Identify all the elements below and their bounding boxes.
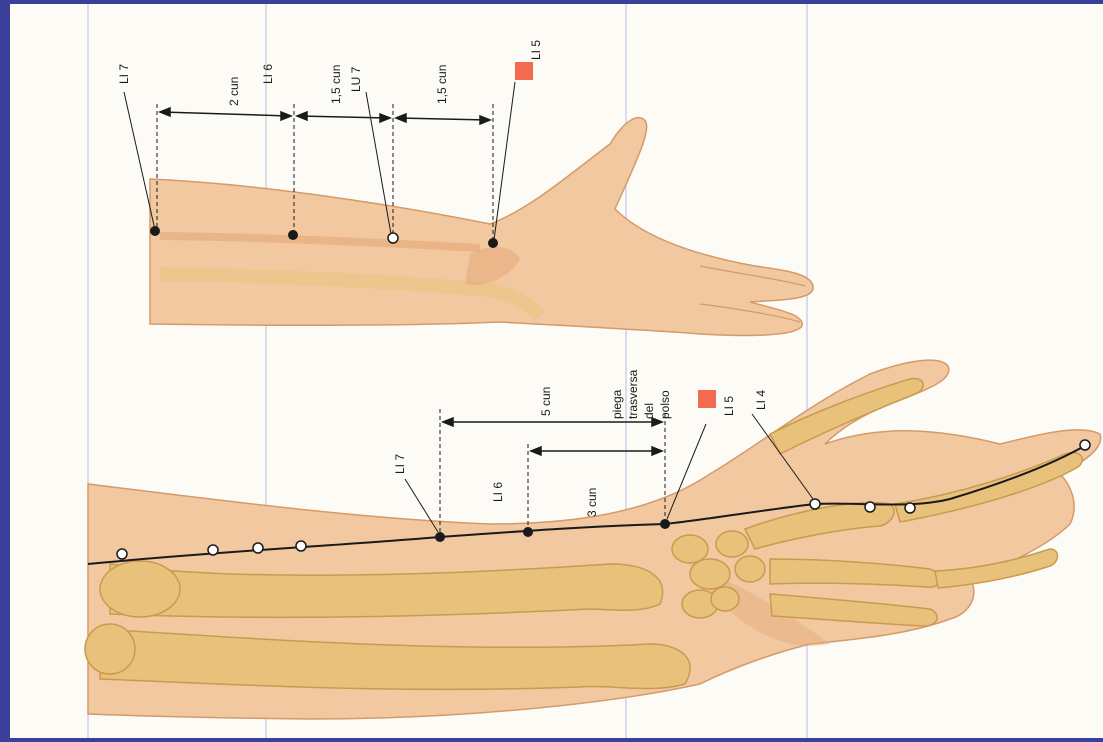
label-crease-3: del: [642, 403, 656, 419]
arrowhead: [281, 112, 291, 120]
top-forearm: [150, 118, 813, 336]
acupoint-open: [117, 549, 127, 559]
acupoint-li5: [660, 519, 670, 529]
illustration-page: LI 7 2 cun LI 6 1,5 cun LU 7 1,5 cun LI …: [10, 4, 1103, 738]
measure-arrow: [299, 116, 388, 118]
label-li7: LI 7: [117, 64, 131, 84]
acupoint-li6: [523, 527, 533, 537]
acupoint-li7: [150, 226, 160, 236]
label-li6: LI 6: [261, 64, 275, 84]
carpal: [716, 531, 748, 557]
arrowhead: [652, 447, 662, 455]
leader-line: [124, 92, 155, 230]
acupoint-li5: [488, 238, 498, 248]
acupoint-open: [208, 545, 218, 555]
top-arm-figure: [150, 118, 813, 336]
arrowhead: [396, 114, 406, 122]
acupoint-open: [253, 543, 263, 553]
acupuncture-illustration: LI 7 2 cun LI 6 1,5 cun LU 7 1,5 cun LI …: [10, 4, 1103, 738]
acupoint-lu7: [388, 233, 398, 243]
acupoint-open: [865, 502, 875, 512]
label-1-5cun-a: 1,5 cun: [329, 65, 343, 104]
olecranon: [85, 624, 135, 674]
label-li5: LI 5: [722, 396, 736, 416]
arrowhead: [443, 418, 453, 426]
acupoint-open: [905, 503, 915, 513]
li5-marker-square: [515, 62, 533, 80]
arrowhead: [480, 116, 490, 124]
arrowhead: [531, 447, 541, 455]
acupoint-li6: [288, 230, 298, 240]
acupoint-li4: [810, 499, 820, 509]
acupoint-open: [1080, 440, 1090, 450]
label-crease-2: trasversa: [626, 369, 640, 419]
measure-arrow: [398, 118, 488, 120]
label-crease-1: piega: [610, 389, 624, 419]
arrowhead: [297, 112, 307, 120]
carpal: [711, 587, 739, 611]
label-li6: LI 6: [491, 482, 505, 502]
label-2cun: 2 cun: [227, 77, 241, 106]
elbow-condyle: [100, 561, 180, 617]
label-li4: LI 4: [754, 390, 768, 410]
arrowhead: [380, 114, 390, 122]
acupoint-open: [296, 541, 306, 551]
label-3cun: 3 cun: [585, 488, 599, 517]
arrowhead: [160, 108, 170, 116]
measure-arrow: [162, 112, 289, 116]
label-crease-4: polso: [658, 390, 672, 419]
carpal: [690, 559, 730, 589]
acupoint-li7: [435, 532, 445, 542]
label-li7: LI 7: [393, 454, 407, 474]
label-li5: LI 5: [529, 40, 543, 60]
bottom-measure-arrows: [443, 418, 662, 455]
li5-marker-square: [698, 390, 716, 408]
label-5cun: 5 cun: [539, 387, 553, 416]
label-lu7: LU 7: [349, 66, 363, 92]
bottom-arm-figure: [85, 360, 1101, 719]
top-labels: LI 7 2 cun LI 6 1,5 cun LU 7 1,5 cun LI …: [117, 40, 543, 106]
label-1-5cun-b: 1,5 cun: [435, 65, 449, 104]
carpal: [735, 556, 765, 582]
top-measure-arrows: [160, 108, 490, 124]
carpal: [672, 535, 708, 563]
